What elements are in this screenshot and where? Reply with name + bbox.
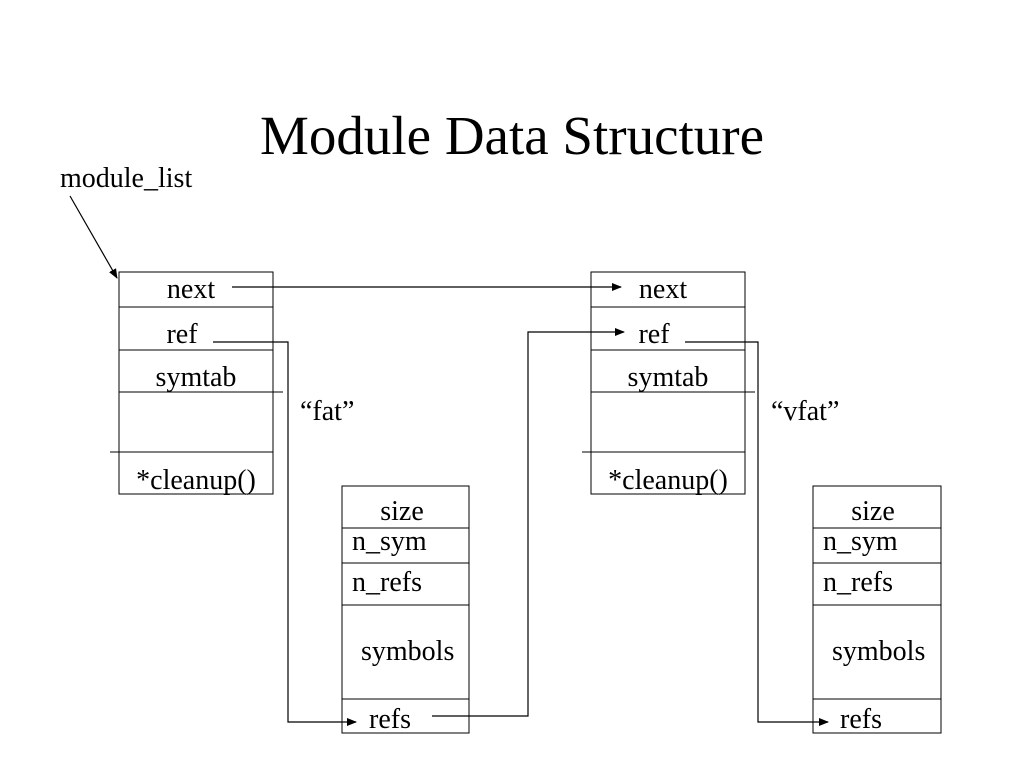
symtab-size: size [851, 496, 895, 527]
field-symtab: symtab [627, 362, 709, 393]
symtab-struct-vfat [812, 485, 942, 734]
symtab-n-sym: n_sym [823, 526, 898, 557]
symtab-refs: refs [840, 704, 882, 735]
module-list-label: module_list [60, 163, 193, 194]
module-struct-vfat [582, 271, 755, 495]
field-cleanup: *cleanup() [136, 465, 256, 496]
page-title: Module Data Structure [259, 105, 765, 166]
field-ref: ref [166, 319, 198, 350]
module-name-fat: “fat” [300, 396, 355, 427]
symtab-symbols: symbols [832, 636, 926, 667]
symtab-refs: refs [369, 704, 411, 735]
symtab-struct-fat [341, 485, 470, 734]
symtab-n-sym: n_sym [352, 526, 427, 557]
refs-to-ref-arrow [432, 328, 625, 717]
field-ref: ref [638, 319, 670, 350]
symtab-n-refs: n_refs [352, 567, 422, 598]
ref-to-refs-arrow-fat [213, 341, 357, 726]
ref-to-refs-arrow-vfat [685, 341, 829, 726]
symtab-symbols: symbols [361, 636, 455, 667]
symtab-n-refs: n_refs [823, 567, 893, 598]
symtab-size: size [380, 496, 424, 527]
module-list-arrow [69, 195, 118, 279]
field-next: next [638, 274, 688, 305]
field-symtab: symtab [155, 362, 237, 393]
field-next: next [166, 274, 216, 305]
module-struct-fat [110, 271, 283, 495]
field-cleanup: *cleanup() [608, 465, 728, 496]
module-name-vfat: “vfat” [771, 396, 840, 427]
